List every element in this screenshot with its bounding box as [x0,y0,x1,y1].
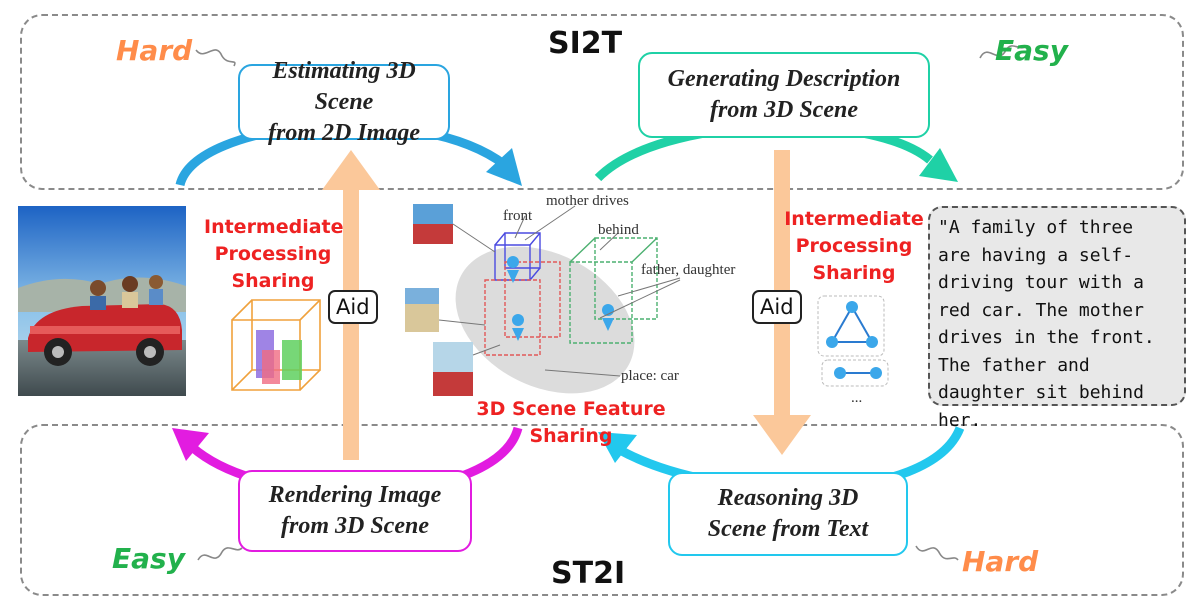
center-3d-scene [405,204,681,396]
squiggle-bottom-left [197,547,243,561]
estimating-3d-scene-step: Estimating 3D Scene from 2D Image [238,58,450,146]
right-aid-arrowhead [753,415,811,455]
car-photo [18,206,186,396]
difficulty-top-right: Easy [995,34,1068,67]
reason-arrowhead [598,432,637,463]
scene-label-father-daughter: father, daughter [641,262,736,278]
si2t-title: SI2T [548,26,623,61]
right-aid-label: Aid [752,290,802,324]
left-3d-box [231,299,321,391]
3d-scene-feature-sharing-label: 3D Scene Feature Sharing [476,398,666,447]
right-aid-arrow-shaft [774,150,790,420]
difficulty-bottom-right: Hard [962,545,1039,578]
render-arrowhead [172,428,209,461]
difficulty-top-left: Hard [116,34,193,67]
left-aid-arrowhead [322,150,380,190]
reasoning-3d-scene-step: Reasoning 3D Scene from Text [668,472,908,556]
scene-label-front: front [503,208,533,224]
rendering-image-step: Rendering Image from 3D Scene [238,470,472,552]
scene-label-behind: behind [598,222,639,238]
scene-label-place: place: car [621,368,679,384]
generate-arrowhead [919,148,958,182]
estimate-arrowhead [486,148,522,186]
squiggle-bottom-right [915,545,959,561]
si2t-region [20,14,1184,190]
scene-graph-ellipsis: ... [851,390,863,406]
scene-graph [817,295,889,387]
st2i-region [20,424,1184,596]
text-description-box: "A family of three are having a self-dri… [928,206,1186,431]
squiggle-top-right [979,45,1027,59]
right-intermediate-sharing-label: Intermediate Processing Sharing [784,208,924,284]
difficulty-bottom-left: Easy [112,542,185,575]
left-intermediate-sharing-label: Intermediate Processing Sharing [204,216,344,292]
generating-description-step: Generating Description from 3D Scene [638,52,930,138]
st2i-title: ST2I [551,556,626,591]
squiggle-top-left [195,49,236,67]
left-aid-label: Aid [328,290,378,324]
scene-label-mother-drives: mother drives [546,193,629,209]
